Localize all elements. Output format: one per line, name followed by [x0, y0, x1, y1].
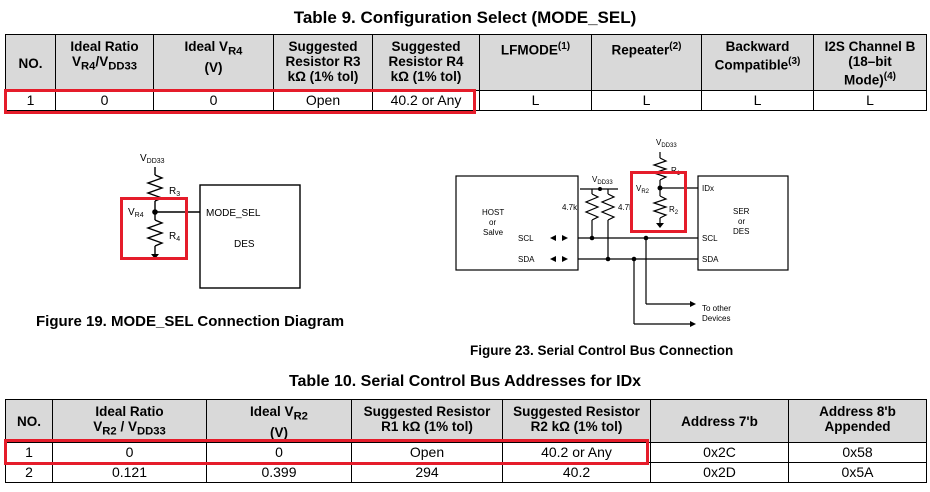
table9-title: Table 9. Configuration Select (MODE_SEL): [293, 8, 637, 27]
fig23-host-or: or: [489, 218, 496, 227]
fig19-des-label: DES: [234, 239, 255, 250]
t9-header-ideal-v: Ideal VR4(V): [153, 34, 274, 91]
t10-cell: 40.2: [502, 461, 651, 483]
fig23-other-devices: To other: [702, 304, 731, 313]
fig19-r3-label: R3: [169, 186, 180, 198]
fig23-caption: Figure 23. Serial Control Bus Connection: [470, 343, 734, 358]
t10-cell: 0.121: [52, 461, 207, 483]
t10-cell: 2: [5, 461, 53, 483]
fig19-mode-sel-label: MODE_SEL: [206, 208, 261, 219]
fig19-vr4-label: VR4: [128, 207, 144, 219]
t10-cell: 0x2C: [650, 441, 789, 463]
fig23-idx-label: IDx: [702, 184, 714, 193]
t10-header-no: NO.: [5, 399, 53, 443]
fig23-pullup2-label: 4.7k: [618, 203, 634, 212]
fig23-ser-scl: SCL: [702, 234, 718, 243]
table-row: 2 0.121 0.399 294 40.2 0x2D 0x5A: [5, 461, 927, 483]
t10-cell: 0x58: [788, 441, 927, 463]
t10-cell: 294: [351, 461, 503, 483]
fig23-ser-des: DES: [733, 227, 749, 236]
t10-row-highlight: [4, 439, 649, 465]
fig23-host-sda: SDA: [518, 255, 535, 264]
fig23-ser-label: SER: [733, 207, 750, 216]
fig23-vdd-top: VDD33: [656, 138, 677, 149]
fig23-other-devices-b: Devices: [702, 314, 730, 323]
t10-cell: 0x2D: [650, 461, 789, 483]
t9-header-no: NO.: [5, 34, 56, 91]
t10-cell: 0.399: [206, 461, 352, 483]
t9-cell: Open: [273, 89, 373, 111]
t10-header-addr7: Address 7'b: [650, 399, 789, 443]
fig23-ser-or: or: [738, 217, 745, 226]
fig23-ser-sda: SDA: [702, 255, 719, 264]
t10-cell: 0x5A: [788, 461, 927, 483]
fig19-vdd-label: VDD33: [140, 153, 165, 165]
t9-header-lfmode: LFMODE(1): [479, 34, 592, 91]
t10-header-ideal-v: Ideal VR2(V): [206, 399, 352, 443]
t9-row-highlight: [4, 89, 476, 114]
t9-header-repeater: Repeater(2): [591, 34, 702, 91]
t9-cell: L: [813, 89, 927, 111]
t10-cell: Open: [351, 441, 503, 463]
fig23-diagram: VDD33 VDD33 4.7k 4.7k R1 VR2 R2 IDx HOST…: [455, 138, 789, 327]
fig23-host-scl: SCL: [518, 234, 534, 243]
fig19-r4-label: R4: [169, 231, 180, 243]
fig23-r2-label: R2: [669, 205, 679, 216]
t9-cell: L: [479, 89, 592, 111]
fig23-host-label: HOST: [482, 208, 504, 217]
fig19-highlight: [120, 197, 188, 260]
fig23-r1-label: R1: [671, 166, 681, 177]
table10-title: Table 10. Serial Control Bus Addresses f…: [288, 373, 642, 390]
fig23-vdd-pullup: VDD33: [592, 175, 613, 186]
table-row: 1 0 0 Open 40.2 or Any L L L L: [5, 89, 927, 111]
fig19-caption: Figure 19. MODE_SEL Connection Diagram: [36, 313, 345, 330]
fig23-highlight: [630, 171, 687, 233]
t9-cell: L: [591, 89, 702, 111]
t9-cell: L: [701, 89, 814, 111]
fig23-vr2-label: VR2: [636, 184, 650, 195]
fig23-pullup1-label: 4.7k: [562, 203, 578, 212]
fig19-diagram: VDD33 R3 VR4 R4 MODE_SEL DES: [128, 153, 301, 289]
fig23-host-salve: Salve: [483, 228, 504, 237]
